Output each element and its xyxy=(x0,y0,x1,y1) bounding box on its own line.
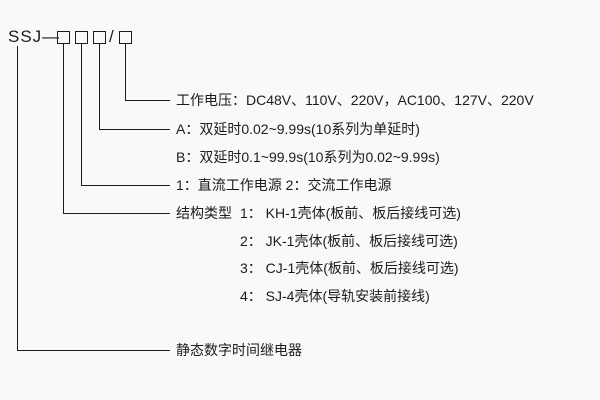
connector-lead-power-supply xyxy=(81,185,170,186)
model-digit-box-1 xyxy=(57,31,70,44)
model-prefix: SSJ— xyxy=(8,27,61,46)
connector-stem-delay-code xyxy=(99,44,100,130)
label-product-name: 静态数字时间继电器 xyxy=(176,342,302,358)
model-digit-box-3 xyxy=(93,31,106,44)
label-power-supply: 1：直流工作电源 2：交流工作电源 xyxy=(176,177,392,193)
connector-lead-voltage xyxy=(125,100,170,101)
connector-lead-product-name xyxy=(17,350,170,351)
label-delay-b: B：双延时0.1~99.9s(10系列为0.02~9.99s) xyxy=(176,149,440,165)
label-delay-a: A：双延时0.02~9.99s(10系列为单延时) xyxy=(176,121,420,137)
model-digit-box-4 xyxy=(119,31,132,44)
label-structure-type-title: 结构类型 xyxy=(176,205,232,221)
label-structure-option-1: 1： KH-1壳体(板前、板后接线可选) xyxy=(240,205,461,221)
connector-stem-power-supply xyxy=(81,44,82,186)
connector-lead-structure-type xyxy=(63,213,170,214)
connector-stem-voltage xyxy=(125,44,126,101)
label-structure-option-3: 3： CJ-1壳体(板前、板后接线可选) xyxy=(240,260,459,276)
model-digit-box-2 xyxy=(75,31,88,44)
label-structure-option-4: 4： SJ-4壳体(导轨安装前接线) xyxy=(240,288,430,304)
connector-stem-structure-type xyxy=(63,44,64,214)
connector-stem-product-name xyxy=(17,46,18,351)
connector-lead-delay-code xyxy=(99,129,170,130)
label-working-voltage: 工作电压：DC48V、110V、220V，AC100、127V、220V xyxy=(176,92,534,108)
label-structure-option-2: 2： JK-1壳体(板前、板后接线可选) xyxy=(240,233,458,249)
model-slash: / xyxy=(109,27,115,46)
